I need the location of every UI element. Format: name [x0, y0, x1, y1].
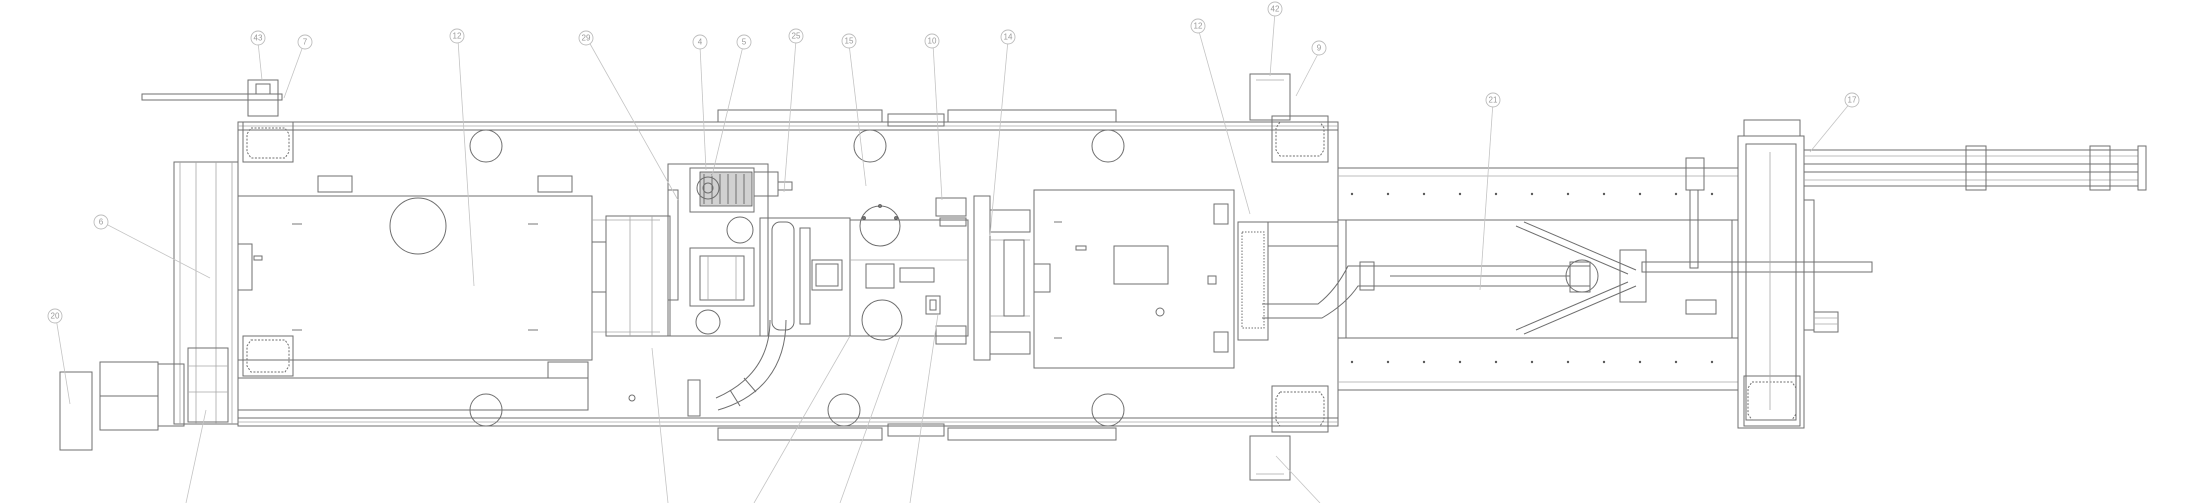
deck-plates [469, 109, 1125, 441]
balloon-29: 29 [578, 30, 594, 46]
balloon-14: 14 [1000, 29, 1016, 45]
center-gearbox [973, 189, 1339, 369]
boom-assembly [1262, 119, 2147, 429]
svg-text:42: 42 [1271, 5, 1280, 14]
balloon-42: 42 [1267, 1, 1283, 17]
valve-manifold [628, 197, 969, 417]
balloon-25: 25 [788, 28, 804, 44]
svg-text:17: 17 [1848, 96, 1857, 105]
balloon-20: 20 [47, 308, 63, 324]
balloon-4: 4 [692, 34, 708, 50]
svg-text:4: 4 [698, 38, 703, 47]
svg-text:6: 6 [99, 218, 104, 227]
main-frame [59, 79, 1339, 451]
svg-text:15: 15 [845, 37, 854, 46]
corner-lugs [242, 73, 1801, 481]
balloon-7: 7 [297, 34, 313, 50]
svg-text:25: 25 [792, 32, 801, 41]
balloon-43: 43 [250, 30, 266, 46]
svg-text:12: 12 [1194, 22, 1203, 31]
svg-text:21: 21 [1489, 96, 1498, 105]
balloon-10: 10 [924, 33, 940, 49]
svg-text:9: 9 [1317, 44, 1322, 53]
balloon-15: 15 [841, 33, 857, 49]
balloon-6: 6 [93, 214, 109, 230]
balloon-21: 21 [1485, 92, 1501, 108]
main-tank [237, 175, 671, 411]
balloon-17: 17 [1844, 92, 1860, 108]
svg-text:7: 7 [303, 38, 308, 47]
svg-text:5: 5 [742, 38, 747, 47]
svg-text:14: 14 [1004, 33, 1013, 42]
balloon-9: 9 [1311, 40, 1327, 56]
svg-text:43: 43 [254, 34, 263, 43]
balloon-5: 5 [736, 34, 752, 50]
svg-text:12: 12 [453, 32, 462, 41]
svg-text:10: 10 [928, 37, 937, 46]
svg-text:29: 29 [582, 34, 591, 43]
leader-lines [55, 11, 1852, 503]
balloon-12-right: 12 [1190, 18, 1206, 34]
motor-pump-group [667, 163, 793, 337]
balloon-12-left: 12 [449, 28, 465, 44]
svg-text:20: 20 [51, 312, 60, 321]
